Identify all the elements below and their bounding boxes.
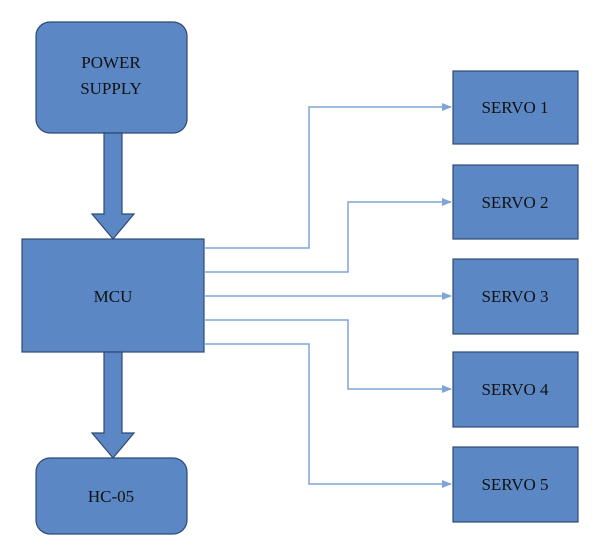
servo-5-block: SERVO 5 — [452, 446, 579, 523]
servo-1-box — [452, 70, 579, 145]
power-supply-box — [35, 21, 188, 134]
power-supply-label-line2: SUPPLY — [80, 79, 142, 98]
servo-3-box — [452, 258, 579, 335]
power-supply-label-line1: POWER — [81, 53, 141, 72]
power-supply-block: POWER SUPPLY — [35, 21, 188, 134]
servo-connectors — [204, 103, 452, 488]
connector-servo-4 — [204, 319, 452, 393]
connector-servo-5 — [204, 343, 452, 488]
servo-4-box — [452, 351, 579, 428]
mcu-to-hc05-arrow — [90, 351, 136, 459]
mcu-label: MCU — [94, 287, 133, 306]
servo-4-block: SERVO 4 — [452, 351, 579, 428]
hc05-label: HC-05 — [88, 487, 134, 506]
servo-2-block: SERVO 2 — [452, 164, 579, 240]
power-to-mcu-arrow — [90, 132, 136, 240]
connector-servo-1 — [204, 103, 452, 249]
servo-5-label: SERVO 5 — [481, 475, 548, 494]
connector-servo-2 — [204, 198, 452, 273]
servo-3-block: SERVO 3 — [452, 258, 579, 335]
mcu-block: MCU — [21, 238, 205, 353]
servo-2-label: SERVO 2 — [481, 193, 548, 212]
servo-1-label: SERVO 1 — [481, 98, 548, 117]
hc05-box — [35, 457, 188, 535]
hc05-block: HC-05 — [35, 457, 188, 535]
servo-3-label: SERVO 3 — [481, 287, 548, 306]
servo-1-block: SERVO 1 — [452, 70, 579, 145]
mcu-box — [21, 238, 205, 353]
servo-4-label: SERVO 4 — [481, 380, 549, 399]
servo-5-box — [452, 446, 579, 523]
servo-2-box — [452, 164, 579, 240]
